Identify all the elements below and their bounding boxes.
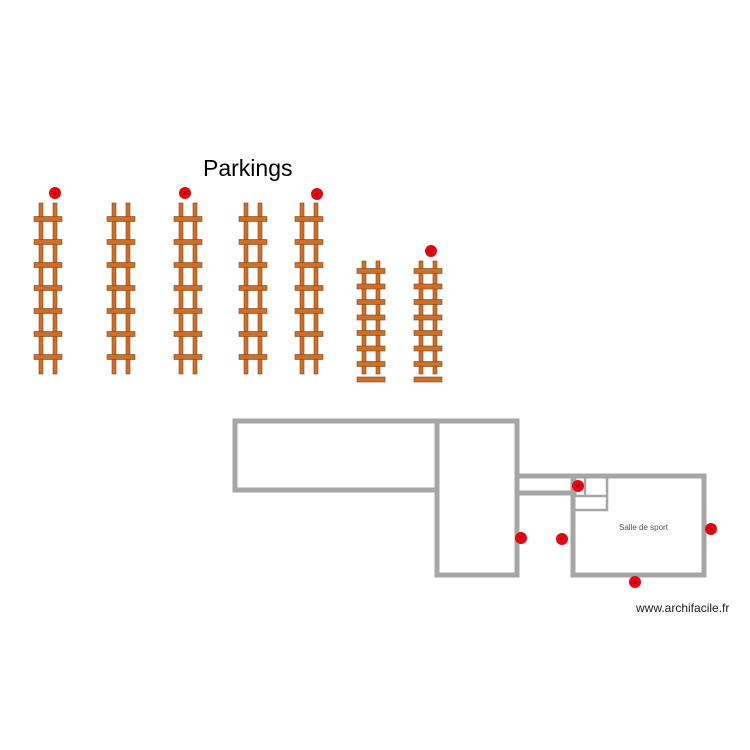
interior-walls [572,475,609,512]
ladder-rung [294,262,324,268]
parking-spot-ladder [294,202,324,375]
ladder-rung [356,268,386,274]
markers [49,187,717,588]
ladder-rung [106,239,136,245]
ladder-rung [173,308,203,314]
ladder-rung [413,345,443,352]
room-salle-de-sport [570,473,707,578]
ladder-rung [413,268,443,274]
closet [572,475,609,512]
ladder-rung [294,216,324,222]
ladder-rung [173,331,203,337]
ladder-rung [413,314,443,321]
marker[interactable] [629,576,641,588]
ladder-rung [33,216,63,222]
ladder-rung [238,354,268,360]
ladder-rung [356,376,386,383]
ladder-rung [33,354,63,360]
ladder-rung [33,262,63,268]
ladder-rung [106,216,136,222]
corridor [514,473,577,496]
ladder-rung [106,308,136,314]
ladder-rung [413,361,443,367]
ladder-rung [294,354,324,360]
marker[interactable] [705,523,717,535]
ladder-rung [294,331,324,337]
archifacile-credit[interactable]: www.archifacile.fr [636,601,730,615]
ladder-rung [33,285,63,291]
room-label: Salle de sport [619,523,668,532]
ladder-rung [33,331,63,337]
parking-spot-ladder [173,202,203,375]
ladder-rung [238,285,268,291]
marker[interactable] [311,188,323,200]
ladder-rung [238,331,268,337]
walls [232,418,707,578]
ladder-rung [173,262,203,268]
ladder-rung [173,239,203,245]
ladder-rung [173,354,203,360]
ladder-rung [294,285,324,291]
ladder-rung [238,216,268,222]
ladder-rung [413,299,443,305]
ladder-rung [356,330,386,336]
marker[interactable] [572,480,584,492]
ladder-rung [106,285,136,291]
room-left [232,418,440,493]
parking-spot-ladder [413,260,443,383]
room-center [434,418,520,578]
ladder-rung [356,314,386,321]
parking-spot-ladder [33,202,63,375]
parking-spots [33,202,443,383]
parking-spot-ladder [106,202,136,375]
marker[interactable] [515,532,527,544]
marker[interactable] [179,187,191,199]
ladder-rung [413,330,443,336]
ladder-rung [413,376,443,383]
ladder-rung [294,239,324,245]
ladder-rung [238,308,268,314]
ladder-rung [106,331,136,337]
ladder-rung [356,283,386,290]
ladder-rung [413,283,443,290]
marker[interactable] [49,187,61,199]
parking-spot-ladder [238,202,268,375]
parkings-title: Parkings [203,155,293,181]
ladder-rung [106,262,136,268]
ladder-rung [33,239,63,245]
ladder-rung [238,239,268,245]
ladder-rung [356,345,386,352]
ladder-rung [356,299,386,305]
parking-spot-ladder [356,260,386,383]
ladder-rung [238,262,268,268]
ladder-rung [106,354,136,360]
ladder-rung [33,308,63,314]
ladder-rung [173,216,203,222]
ladder-rung [356,361,386,367]
marker[interactable] [425,245,437,257]
ladder-rung [173,285,203,291]
ladder-rung [294,308,324,314]
marker[interactable] [556,533,568,545]
